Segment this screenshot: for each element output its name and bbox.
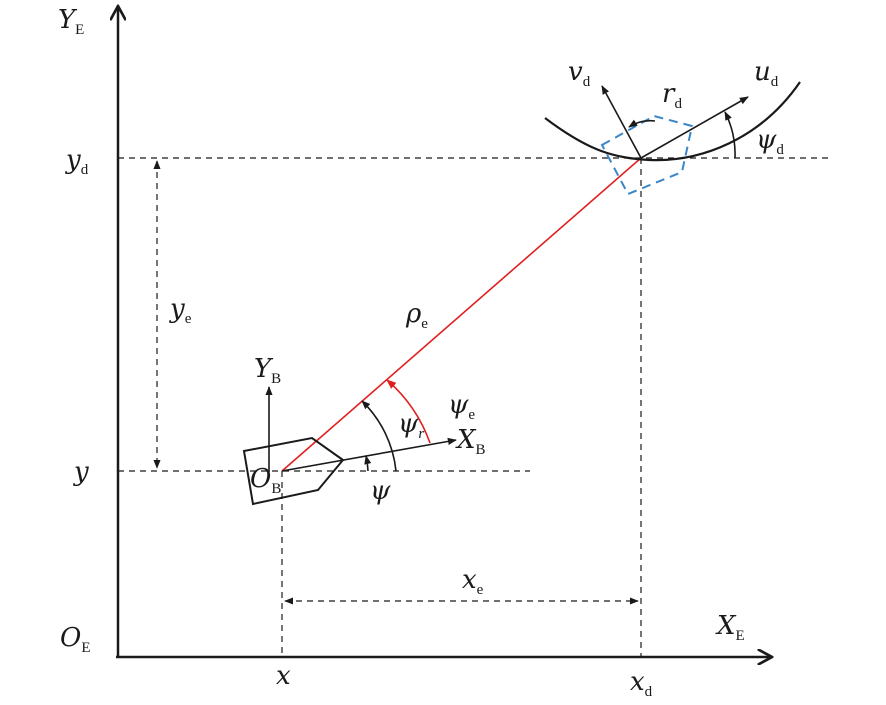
vd-arrow — [601, 85, 642, 159]
body-origin-label: OB — [250, 464, 281, 497]
psi-r-label: ψr — [398, 409, 424, 442]
ud-arrow — [640, 96, 749, 159]
psi-d-arc — [724, 111, 736, 159]
psi-arc — [364, 455, 372, 472]
x-label: x — [276, 661, 291, 691]
rho-e-error-vector — [281, 157, 642, 472]
psi-e-label: ψe — [448, 390, 475, 423]
psi-d-label: ψd — [756, 125, 784, 158]
vd-label: vd — [568, 57, 591, 90]
origin-label: OE — [60, 623, 91, 656]
rd-label: rd — [662, 79, 682, 112]
psi-e-arc — [386, 379, 431, 444]
ye-label: ye — [169, 294, 192, 327]
xd-label: xd — [630, 667, 653, 700]
rho-e-label: ρe — [405, 299, 428, 332]
psi-label: ψ — [370, 476, 391, 506]
desired-path-curve — [544, 81, 801, 162]
body-x-label: XB — [455, 425, 486, 458]
vessel-body — [242, 436, 345, 506]
body-x-axis-arrow — [281, 437, 457, 472]
yd-label: yd — [65, 145, 89, 178]
y-axis-label: YE — [58, 5, 84, 38]
xe-label: xe — [462, 565, 484, 598]
psi-r-arc — [361, 400, 397, 472]
x-axis-label: XE — [715, 611, 745, 644]
ud-label: ud — [754, 57, 779, 90]
body-y-label: YB — [254, 354, 281, 387]
rd-arc — [628, 119, 656, 128]
y-label: y — [73, 457, 89, 487]
